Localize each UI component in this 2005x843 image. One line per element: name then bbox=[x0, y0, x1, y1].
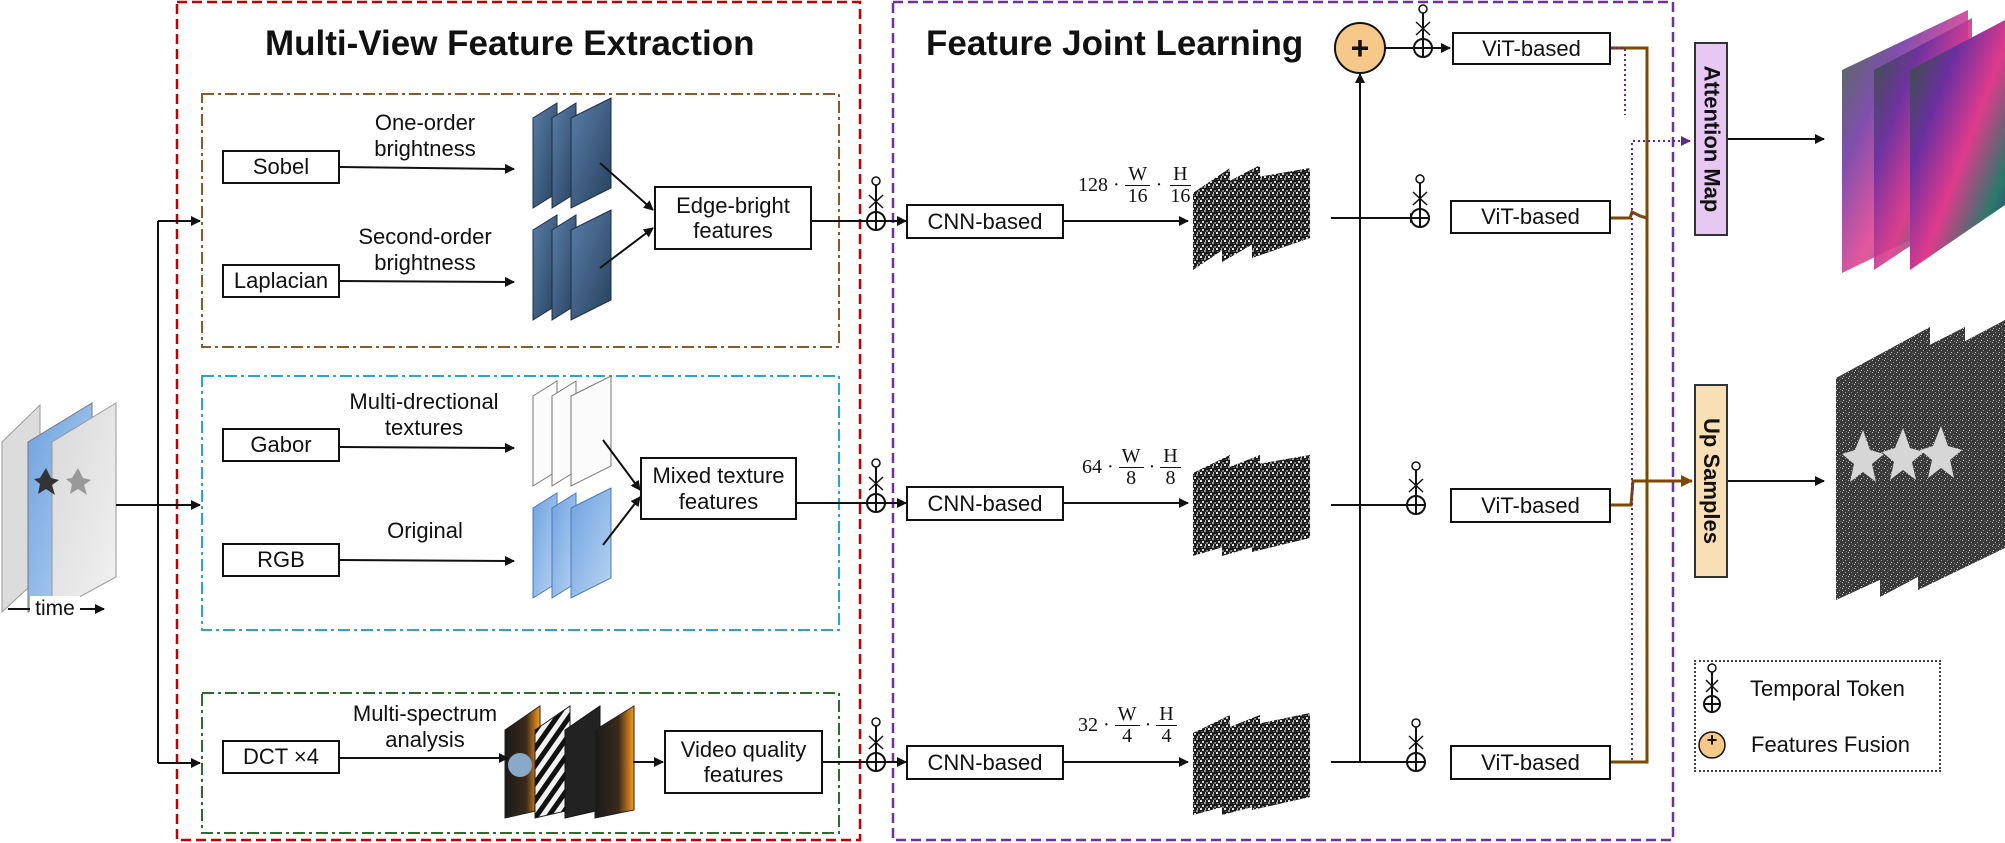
attention-map-label: Attention Map bbox=[1699, 65, 1724, 213]
dims-row2-w: W bbox=[1118, 446, 1144, 468]
legend-temporal-token-icon bbox=[1703, 663, 1721, 713]
legend-temporal-token-label: Temporal Token bbox=[1750, 676, 1905, 701]
feature-map-row2 bbox=[1193, 455, 1310, 556]
dims-row2-channels: 64 bbox=[1082, 456, 1102, 478]
dims-row1-h: H bbox=[1170, 164, 1191, 186]
up-samples-label: Up Samples bbox=[1699, 418, 1724, 544]
rgb-tiles bbox=[532, 487, 612, 599]
vit-box-row2: ViT-based bbox=[1450, 488, 1611, 523]
video-quality-features-box: Video quality features bbox=[664, 730, 823, 794]
legend-fusion-icon bbox=[1698, 731, 1726, 759]
input-frames bbox=[1, 402, 117, 614]
sobel-box: Sobel bbox=[222, 150, 340, 184]
laplacian-tiles bbox=[532, 209, 612, 321]
dims-row1-dot2: · bbox=[1155, 174, 1163, 196]
dct-caption: Multi-spectrum analysis bbox=[352, 701, 498, 753]
dims-row2-wd: 8 bbox=[1126, 467, 1137, 489]
legend-fusion-label: Features Fusion bbox=[1751, 732, 1910, 757]
dims-row3-h: H bbox=[1156, 704, 1177, 726]
feature-map-row3 bbox=[1193, 713, 1310, 815]
temporal-token-vit-row1 bbox=[1410, 174, 1430, 228]
dims-row2-hd: 8 bbox=[1165, 467, 1176, 489]
upsample-output-images bbox=[1836, 320, 2005, 600]
legend-box bbox=[1694, 660, 1941, 772]
vit-box-row3: ViT-based bbox=[1450, 745, 1611, 780]
gabor-caption: Multi-drectional textures bbox=[349, 389, 499, 441]
vit-box-row1: ViT-based bbox=[1450, 200, 1611, 234]
edge-bright-features-box: Edge-bright features bbox=[654, 186, 812, 250]
laplacian-caption: Second-order brightness bbox=[358, 224, 492, 276]
dims-row2-h: H bbox=[1160, 446, 1181, 468]
dims-row3-dot2: · bbox=[1144, 714, 1152, 736]
legend-fusion-plus: + bbox=[1706, 730, 1718, 750]
dims-row1-hd: 16 bbox=[1170, 185, 1191, 207]
joint-learning-title: Feature Joint Learning bbox=[926, 24, 1304, 63]
dims-row2-dot1: · bbox=[1107, 456, 1114, 478]
up-samples-box: Up Samples bbox=[1694, 384, 1728, 578]
joint-section-border bbox=[891, 0, 1675, 842]
dims-row3-dot1: · bbox=[1103, 714, 1110, 736]
rgb-caption: Original bbox=[387, 518, 463, 543]
cnn-box-row1: CNN-based bbox=[906, 204, 1064, 239]
attention-map-box: Attention Map bbox=[1694, 42, 1728, 236]
gabor-box: Gabor bbox=[222, 428, 340, 462]
attention-output-images bbox=[1842, 10, 2005, 273]
cnn-box-row3: CNN-based bbox=[906, 745, 1064, 780]
gabor-tiles bbox=[532, 375, 612, 487]
dct-box: DCT ×4 bbox=[222, 740, 340, 774]
extraction-section-border bbox=[175, 0, 862, 842]
rgb-box: RGB bbox=[222, 543, 340, 577]
vit-box-top: ViT-based bbox=[1452, 32, 1611, 65]
fusion-plus-symbol: + bbox=[1350, 30, 1370, 66]
dims-row2-dot2: · bbox=[1148, 456, 1156, 478]
dims-row3-channels: 32 bbox=[1078, 714, 1098, 736]
temporal-token-cnn-row2 bbox=[866, 458, 886, 513]
temporal-token-cnn-row1 bbox=[866, 176, 886, 231]
feature-map-row1 bbox=[1193, 165, 1310, 270]
time-label: time bbox=[30, 596, 80, 622]
dims-row1-wd: 16 bbox=[1127, 185, 1148, 207]
sobel-tiles bbox=[532, 97, 612, 209]
dct-tiles bbox=[504, 705, 635, 819]
dims-row1-w: W bbox=[1125, 164, 1151, 186]
extraction-title: Multi-View Feature Extraction bbox=[265, 24, 755, 63]
temporal-token-cnn-row3 bbox=[866, 717, 886, 772]
dims-row3-w: W bbox=[1114, 704, 1140, 726]
laplacian-box: Laplacian bbox=[222, 264, 340, 298]
temporal-token-vit-top bbox=[1413, 4, 1433, 58]
sobel-caption: One-order brightness bbox=[374, 110, 476, 162]
dims-row1-dot1: · bbox=[1113, 174, 1120, 196]
temporal-token-vit-row3 bbox=[1406, 718, 1426, 772]
temporal-token-vit-row2 bbox=[1406, 461, 1426, 515]
dims-row3-hd: 4 bbox=[1161, 725, 1172, 747]
cnn-box-row2: CNN-based bbox=[906, 486, 1064, 521]
dims-row3-wd: 4 bbox=[1122, 725, 1133, 747]
mixed-texture-features-box: Mixed texture features bbox=[640, 457, 797, 520]
dims-row1-channels: 128 bbox=[1078, 174, 1108, 196]
